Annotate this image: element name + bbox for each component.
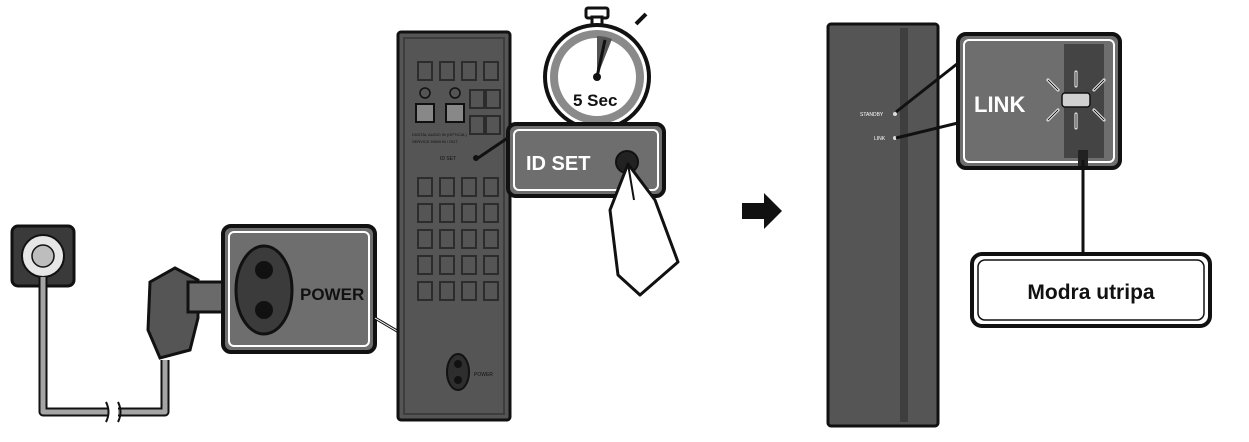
caption-label: Modra utripa xyxy=(1027,281,1154,304)
rear-panel: DIGITAL AUDIO IN (OPTICAL) SERVICE HDMI … xyxy=(396,30,512,422)
blinking-led-icon xyxy=(1046,70,1106,130)
stylus-icon xyxy=(608,162,680,297)
port-label-2: SERVICE HDMI IN / OUT xyxy=(412,139,458,144)
power-callout: POWER xyxy=(221,224,377,354)
port-label-1: DIGITAL AUDIO IN (OPTICAL) xyxy=(412,132,467,137)
caption-box: Modra utripa xyxy=(970,252,1212,328)
link-callout-leader-1 xyxy=(895,58,963,114)
power-port-small xyxy=(446,353,470,391)
power-small-label: POWER xyxy=(474,372,493,378)
id-set-small-label: ID SET xyxy=(440,156,456,162)
vent-grid-bottom xyxy=(417,177,499,301)
link-label: LINK xyxy=(974,92,1025,117)
wall-outlet xyxy=(10,224,76,288)
standby-led xyxy=(893,112,897,116)
hdmi-port-icon xyxy=(445,87,465,123)
arrow-right-icon xyxy=(742,193,782,229)
cable-break-mark xyxy=(105,401,122,423)
power-cable xyxy=(38,277,170,417)
vent-grid-top xyxy=(417,61,501,135)
power-callout-label: POWER xyxy=(300,285,364,304)
timer-label: 5 Sec xyxy=(573,91,617,110)
front-panel: STANDBY LINK xyxy=(826,22,940,428)
standby-label: STANDBY xyxy=(860,112,884,118)
stopwatch-icon: 5 Sec xyxy=(543,6,651,131)
id-set-label: ID SET xyxy=(526,153,590,175)
optical-port-icon xyxy=(415,87,435,123)
link-small-label: LINK xyxy=(874,136,886,142)
figure8-socket-icon xyxy=(234,244,294,336)
id-set-button-small xyxy=(473,155,479,161)
link-callout: LINK xyxy=(956,32,1122,170)
link-callout-leader-2 xyxy=(895,120,963,140)
